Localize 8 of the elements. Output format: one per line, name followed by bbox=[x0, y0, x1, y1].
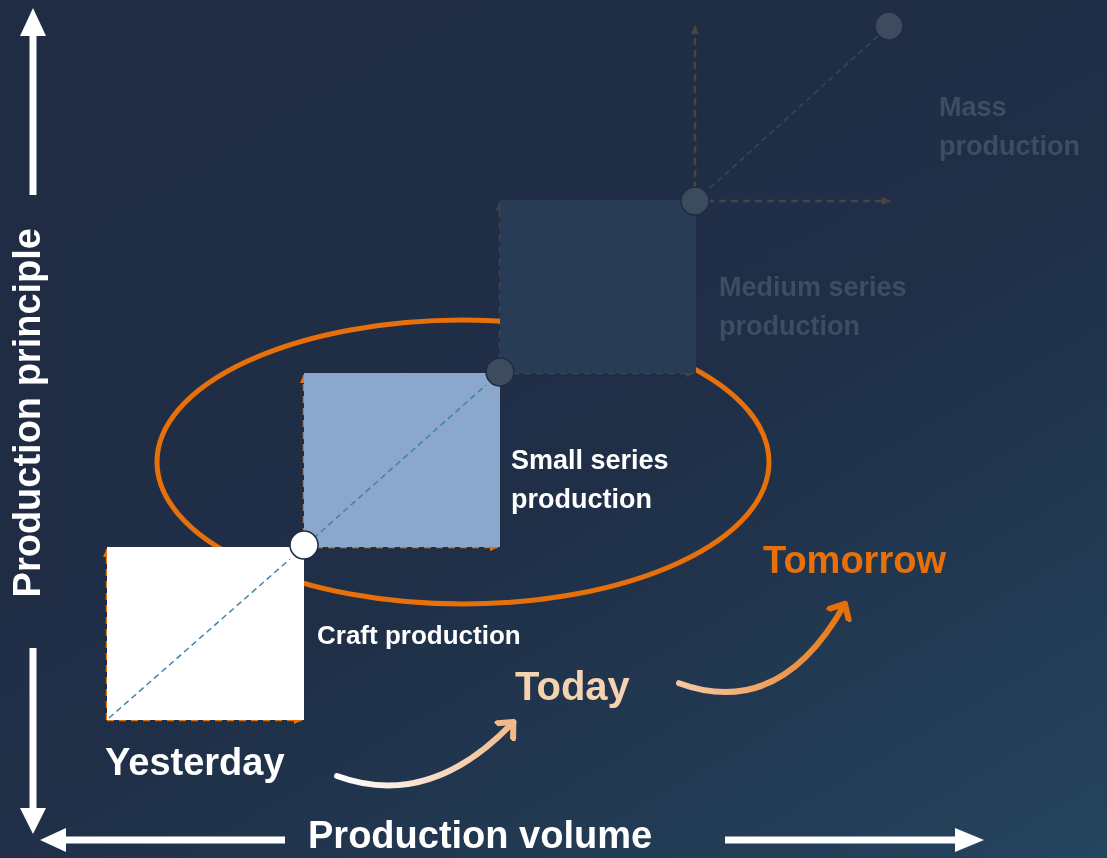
curved-arrow bbox=[334, 719, 517, 789]
time-label: Tomorrow bbox=[763, 538, 947, 583]
time-label: Today bbox=[515, 663, 631, 710]
stage-label: Craft production bbox=[317, 619, 522, 652]
stage-label: Small series production bbox=[511, 444, 670, 517]
axis-title: Production volume bbox=[307, 813, 654, 858]
curved-arrow bbox=[676, 600, 852, 696]
time-label: Yesterday bbox=[105, 740, 286, 785]
